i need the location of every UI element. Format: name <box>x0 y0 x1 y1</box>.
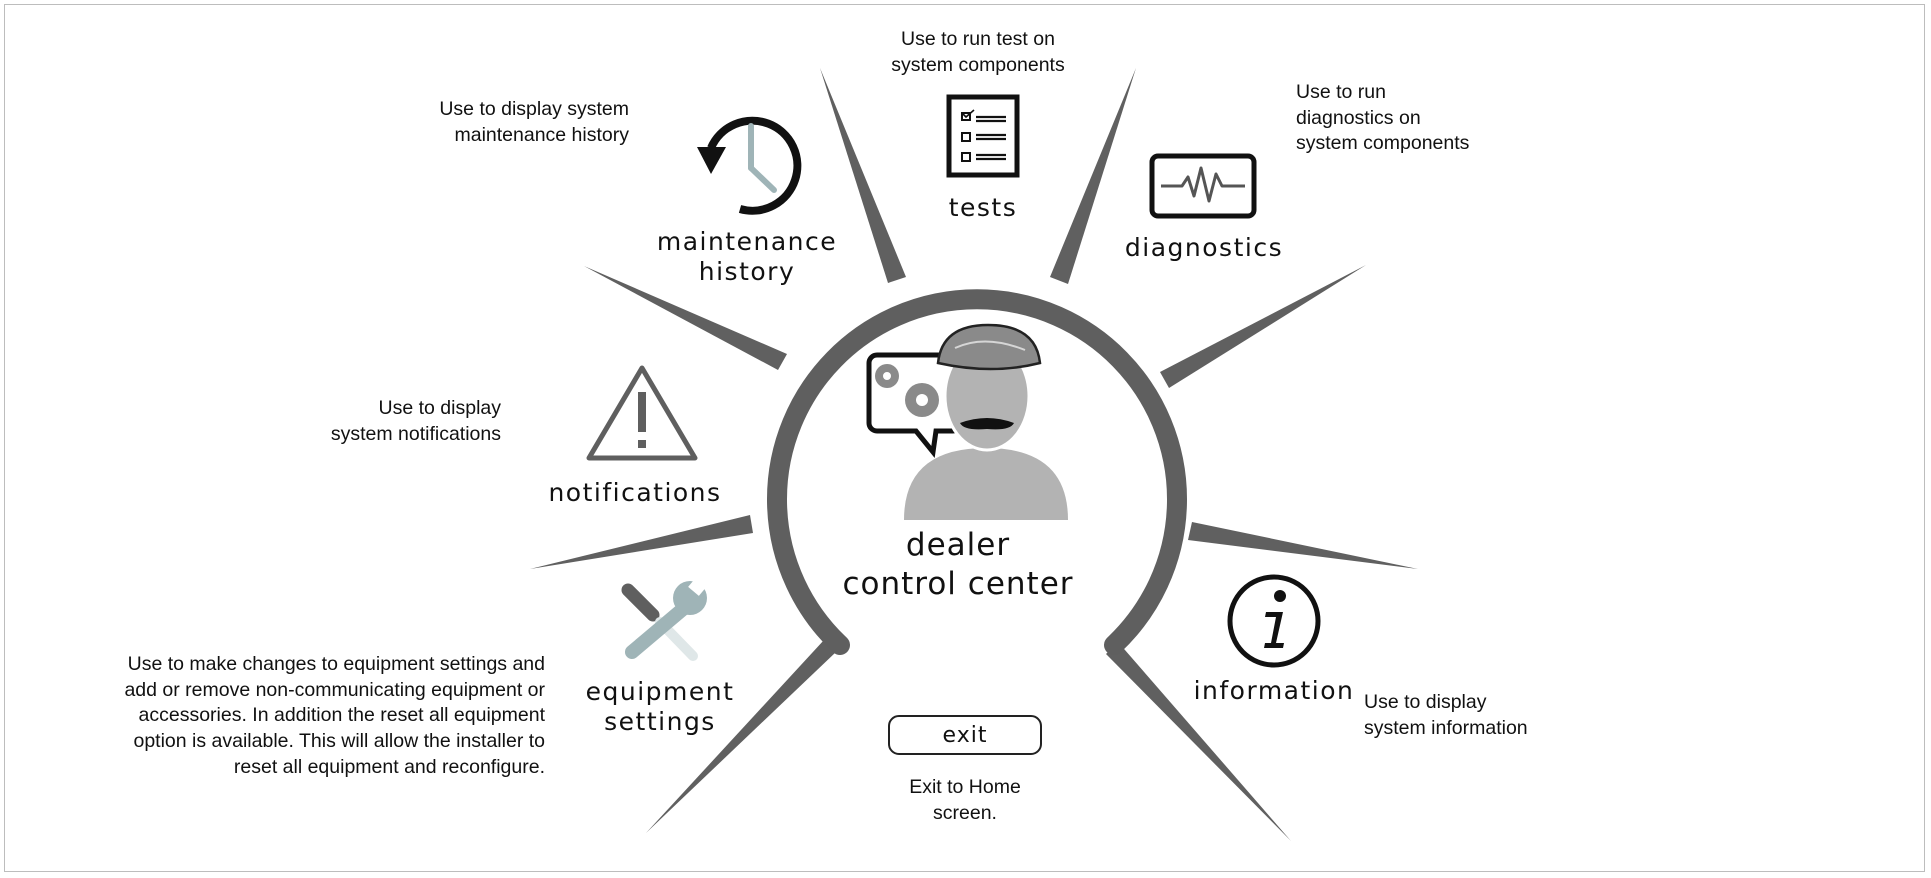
dealer-avatar <box>866 323 1068 520</box>
info-circle-icon <box>1227 574 1321 668</box>
history-clock-icon <box>697 116 802 215</box>
equipment-settings-label[interactable]: equipment settings <box>585 677 735 736</box>
ray-mid-left <box>530 515 753 569</box>
ray-upper-right <box>1160 265 1366 388</box>
exit-description: Exit to Home screen. <box>909 776 1021 824</box>
equipment-settings-button[interactable] <box>616 578 716 668</box>
pulse-monitor-icon <box>1149 153 1257 219</box>
information-description: Use to display system information <box>1364 691 1528 739</box>
tests-button[interactable] <box>944 92 1022 182</box>
wrench-screwdriver-icon <box>621 576 708 661</box>
information-label[interactable]: information <box>1193 676 1355 705</box>
center-arc <box>767 289 1187 655</box>
information-button[interactable] <box>1226 573 1322 669</box>
ray-low-right <box>1106 642 1291 841</box>
warning-triangle-icon <box>586 365 698 461</box>
diagram-frame <box>4 4 1925 872</box>
diagnostics-label[interactable]: diagnostics <box>1124 233 1284 262</box>
equipment-settings-description: Use to make changes to equipment setting… <box>124 653 545 778</box>
maintenance-history-button[interactable] <box>693 116 805 222</box>
diagnostics-description: Use to run diagnostics on system compone… <box>1296 81 1470 155</box>
gear-icon <box>875 364 939 417</box>
page-title: dealer control center <box>842 527 1074 603</box>
ray-upper-left <box>584 266 787 370</box>
checklist-icon <box>946 94 1020 178</box>
diagnostics-button[interactable] <box>1147 151 1259 221</box>
notifications-label[interactable]: notifications <box>548 478 722 507</box>
ray-top-right <box>1050 68 1136 284</box>
tests-description: Use to run test on system components <box>891 28 1065 76</box>
ray-low-left <box>646 640 836 833</box>
ray-mid-right <box>1188 522 1418 569</box>
notifications-button[interactable] <box>584 364 700 464</box>
tests-label[interactable]: tests <box>948 193 1018 222</box>
notifications-description: Use to display system notifications <box>330 397 501 445</box>
exit-button[interactable]: exit <box>888 715 1042 755</box>
maintenance-history-description: Use to display system maintenance histor… <box>439 98 629 146</box>
radial-rays <box>530 68 1418 841</box>
maintenance-history-label[interactable]: maintenance history <box>656 227 838 286</box>
ray-top-left <box>820 68 906 283</box>
